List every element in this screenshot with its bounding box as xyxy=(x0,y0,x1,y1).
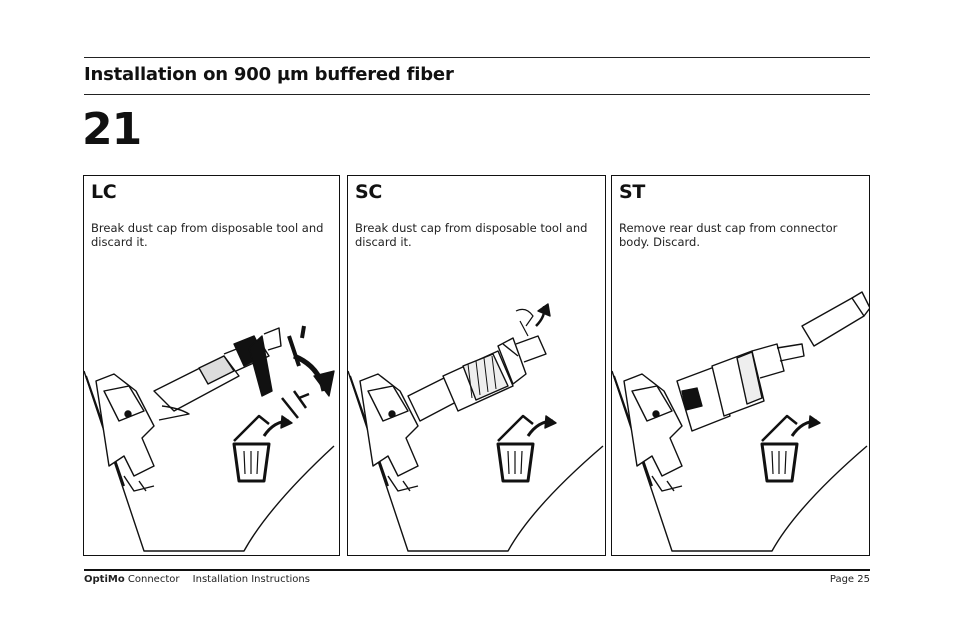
footer-product: Connector xyxy=(127,574,180,585)
st-illustration xyxy=(612,291,869,552)
step-number: 21 xyxy=(82,104,142,155)
panel-instruction: Remove rear dust cap from connector body… xyxy=(619,221,838,249)
top-rule xyxy=(84,57,870,58)
sc-illustration xyxy=(348,303,604,552)
footer-rule xyxy=(84,569,870,571)
section-title: Installation on 900 µm buffered fiber xyxy=(84,64,454,85)
lc-illustration xyxy=(84,325,335,552)
panel-instruction: Break dust cap from disposable tool and … xyxy=(355,221,588,249)
title-underline xyxy=(84,94,870,95)
panel-st: ST Remove rear dust cap from connector b… xyxy=(611,175,870,556)
panel-instruction: Break dust cap from disposable tool and … xyxy=(91,221,324,249)
footer-brand: OptiMo xyxy=(84,574,125,585)
panel-label: SC xyxy=(355,181,383,203)
footer-doc-title: Installation Instructions xyxy=(192,574,310,585)
footer: OptiMo Connector Installation Instructio… xyxy=(84,574,310,585)
panel-label: ST xyxy=(619,181,646,203)
panel-label: LC xyxy=(91,181,117,203)
page-number: Page 25 xyxy=(829,574,870,585)
panel-sc: SC Break dust cap from disposable tool a… xyxy=(347,175,606,556)
panel-lc: LC Break dust cap from disposable tool a… xyxy=(83,175,340,556)
